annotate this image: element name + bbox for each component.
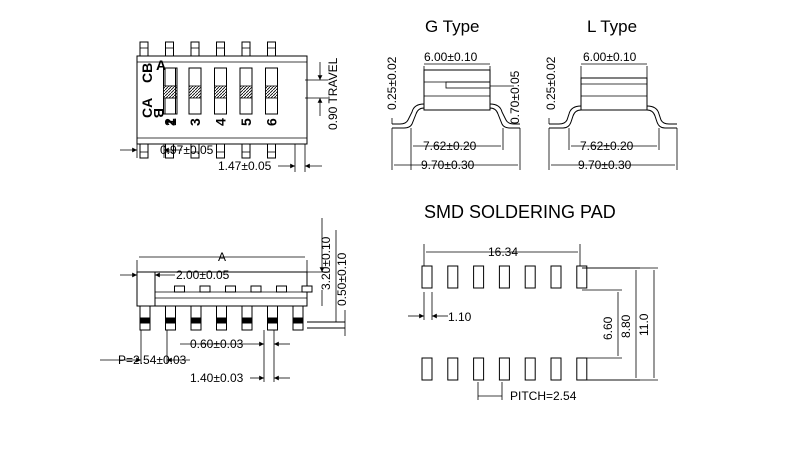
smd-pad-bottom — [421, 357, 433, 381]
smd-pad-top — [550, 265, 562, 289]
l-type-title: L Type — [587, 17, 637, 36]
label-cb: CB — [139, 63, 155, 83]
smd-pad-top — [421, 265, 433, 289]
smd-pad-top — [524, 265, 536, 289]
g-dim-span: 7.62±0.20 — [423, 139, 477, 153]
smd-dim-pitch: PITCH=2.54 — [510, 389, 577, 403]
smd-dim-length: 16.34 — [488, 245, 518, 259]
smd-pad-bottom — [550, 357, 562, 381]
l-dim-span: 7.62±0.20 — [580, 139, 634, 153]
g-dim-thickness: 0.25±0.02 — [385, 56, 399, 110]
pin-number: 1 — [163, 118, 179, 126]
side-pin-foot — [293, 317, 303, 324]
pin-number: 6 — [264, 118, 280, 126]
side-pin-foot — [242, 317, 252, 324]
label-a: A — [156, 57, 166, 73]
side-dim-pin: 0.60±0.03 — [190, 337, 244, 351]
switch-actuator — [188, 85, 202, 99]
dim-0-97: 0.97±0.05 — [160, 143, 214, 157]
dim-1-47: 1.47±0.05 — [218, 159, 272, 173]
side-actuator — [250, 285, 262, 293]
side-pin-foot — [166, 317, 175, 324]
g-type-title: G Type — [425, 17, 480, 36]
side-dim-lead: 1.40±0.03 — [190, 371, 244, 385]
bottom-pin — [139, 143, 149, 159]
smd-pad-top — [473, 265, 485, 289]
side-actuator — [174, 285, 185, 293]
bottom-pin — [190, 143, 200, 159]
side-actuator — [199, 285, 211, 293]
g-dim-height: 0.70±0.05 — [508, 70, 522, 124]
top-pin — [241, 41, 251, 57]
smd-pad-bottom — [576, 357, 588, 381]
side-dim-body: 2.00±0.05 — [176, 268, 230, 282]
top-pin — [190, 41, 200, 57]
side-dim-a: A — [218, 250, 226, 264]
dim-travel: 0.90 TRAVEL — [326, 57, 340, 130]
g-type-drawing: G Type 6.00±0.10 0.25±0.02 0.70±0.05 7.6… — [385, 17, 522, 172]
side-actuator — [301, 285, 313, 293]
side-pin-foot — [217, 317, 226, 324]
pin-number: 3 — [187, 118, 203, 126]
side-dim-height: 3.20±0.10 — [319, 236, 333, 290]
l-dim-total: 9.70±0.30 — [578, 158, 632, 172]
pin-number: 4 — [213, 118, 229, 126]
g-dim-width: 6.00±0.10 — [424, 50, 478, 64]
smd-pad-bottom — [447, 357, 459, 381]
switch-actuator — [214, 85, 227, 99]
top-pin — [139, 41, 149, 57]
smd-pad-bottom — [524, 357, 536, 381]
side-pin-foot — [191, 317, 201, 324]
top-pin — [216, 41, 225, 57]
pin-number: 5 — [238, 118, 254, 126]
smd-pad-bottom — [473, 357, 485, 381]
label-ca: CA — [139, 98, 155, 118]
l-dim-thickness: 0.25±0.02 — [544, 56, 558, 110]
label-b: B — [151, 108, 167, 118]
top-pin — [165, 41, 174, 57]
bottom-pin — [216, 143, 225, 159]
smd-pad-drawing: SMD SOLDERING PAD 16.34 1.10 6.60 8.80 1… — [408, 202, 658, 403]
smd-pad-top — [498, 265, 510, 289]
top-view-drawing: 12 3 4 5 6 CA CB A B 0.97±0.05 1.47±0.05 0.9… — [120, 41, 340, 173]
smd-pad-top — [447, 265, 459, 289]
l-dim-width: 6.00±0.10 — [583, 50, 637, 64]
side-pin-foot — [140, 317, 150, 324]
side-actuator — [276, 285, 287, 293]
smd-dim-outer: 11.0 — [637, 313, 651, 336]
smd-pad-title: SMD SOLDERING PAD — [424, 202, 616, 222]
smd-dim-pad: 1.10 — [448, 310, 472, 324]
bottom-pin — [241, 143, 251, 159]
bottom-pin — [267, 143, 276, 159]
side-dim-pitch: P=2.54±0.03 — [118, 353, 187, 367]
side-dim-act: 0.50±0.10 — [335, 252, 349, 306]
switch-actuator — [239, 85, 253, 99]
top-pin — [267, 41, 276, 57]
switch-actuator — [265, 85, 278, 99]
side-view-drawing: A 2.00±0.05 3.20±0.10 0.50±0.10 0.60±0.0… — [100, 218, 349, 385]
l-type-drawing: L Type 6.00±0.10 0.25±0.02 7.62±0.20 9.7… — [544, 17, 678, 172]
pin-number: 2 — [162, 118, 178, 126]
side-pin-foot — [268, 317, 277, 324]
g-dim-total: 9.70±0.30 — [421, 158, 475, 172]
smd-pad-bottom — [498, 357, 510, 381]
smd-dim-inner: 6.60 — [601, 316, 615, 340]
switch-actuator — [163, 85, 176, 99]
side-actuator — [225, 285, 236, 293]
smd-pad-top — [576, 265, 588, 289]
smd-dim-mid: 8.80 — [619, 314, 633, 338]
